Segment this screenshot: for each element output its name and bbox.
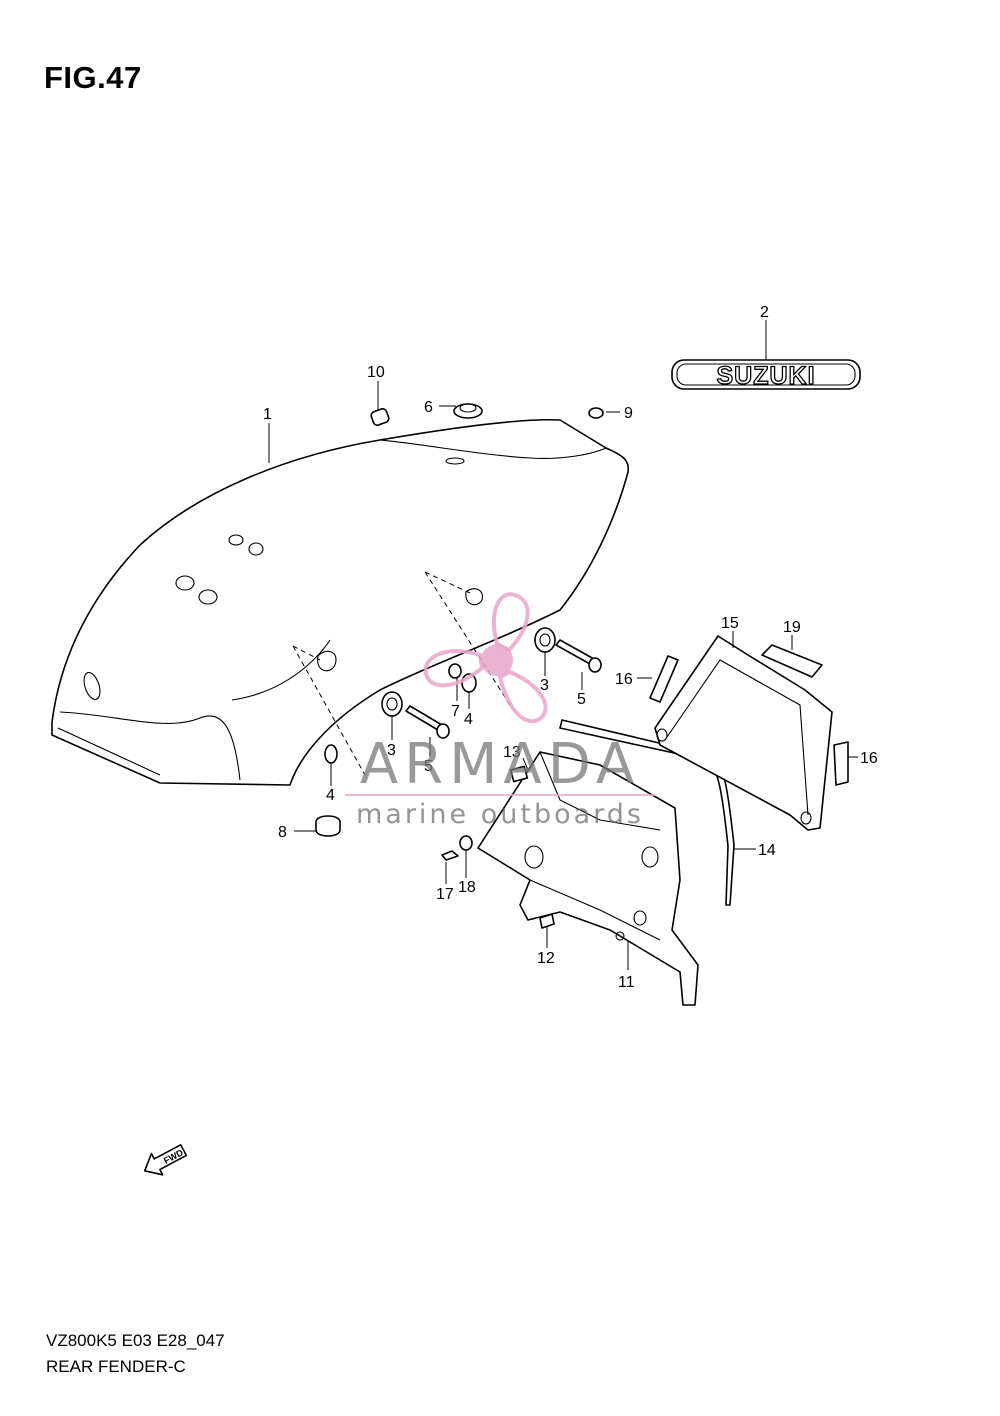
armada-watermark: ARMADA marine outboards (345, 592, 655, 830)
nut-10 (370, 408, 390, 426)
callout-15: 15 (721, 615, 739, 632)
callout-10: 10 (367, 364, 385, 381)
watermark-brand: ARMADA (360, 732, 640, 797)
clip-13 (509, 765, 529, 783)
washer-4 (324, 673, 477, 764)
callout-13: 13 (503, 744, 521, 761)
cap-8 (315, 815, 341, 837)
callout-7: 7 (451, 703, 460, 720)
sticker-19 (761, 644, 823, 678)
pad-16 (833, 741, 849, 786)
fwd-arrow-icon: FWD (143, 1144, 188, 1176)
leader-lines (268, 320, 858, 970)
callout-18: 18 (458, 879, 476, 896)
callout-17: 17 (436, 886, 454, 903)
guide-line (292, 645, 366, 776)
callout-3: 3 (540, 677, 549, 694)
washer-7 (448, 663, 462, 679)
pad-16 (649, 655, 679, 703)
screw-17 (441, 850, 459, 861)
callout-9: 9 (624, 405, 633, 422)
bolt-5 (405, 639, 602, 739)
callout-5: 5 (424, 758, 433, 775)
rear-fender (51, 418, 630, 786)
emblem-text: SUZUKI (716, 362, 815, 390)
cover-15 (654, 635, 833, 831)
callout-16: 16 (615, 671, 633, 688)
callout-12: 12 (537, 950, 555, 967)
callout-6: 6 (424, 399, 433, 416)
callout-1: 1 (263, 406, 272, 423)
watermark-tagline: marine outboards (356, 799, 644, 830)
callout-16: 16 (860, 750, 878, 767)
callout-14: 14 (758, 842, 776, 859)
grommet-6 (453, 403, 483, 419)
washer-18 (459, 835, 473, 851)
license-bracket (477, 751, 699, 1006)
propeller-logo-icon (423, 592, 548, 724)
callout-11: 11 (618, 974, 635, 991)
callout-8: 8 (278, 824, 287, 841)
screw-9 (588, 407, 604, 419)
model-code: VZ800K5 E03 E28_047 (46, 1331, 225, 1350)
callout-2: 2 (760, 304, 769, 321)
callout-5: 5 (577, 691, 586, 708)
section-name: REAR FENDER-C (46, 1357, 186, 1376)
callout-4: 4 (464, 711, 473, 728)
suzuki-emblem: SUZUKI (671, 359, 861, 391)
figure-title: FIG.47 (44, 60, 142, 95)
callout-4: 4 (326, 787, 335, 804)
callout-19: 19 (783, 619, 801, 636)
spacer-3 (381, 627, 556, 717)
callout-labels: 1 2 10 6 9 15 19 16 3 5 7 4 3 5 16 13 4 … (263, 304, 878, 991)
callout-3: 3 (387, 742, 396, 759)
